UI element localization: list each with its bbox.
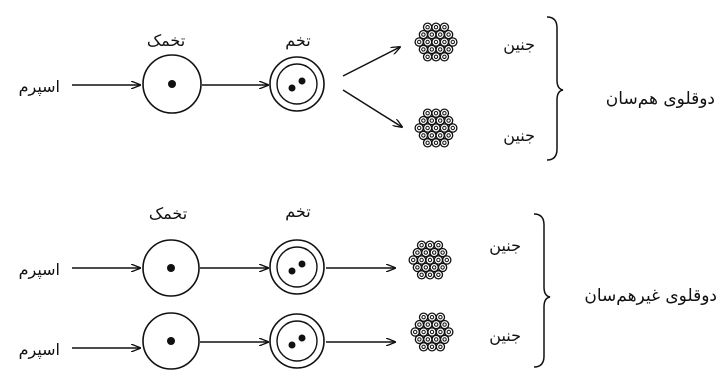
identical-twins-label: دوقلوی هم‌سان — [606, 89, 715, 109]
embryo-label: جنین — [489, 236, 521, 256]
zygote-label: تخم — [285, 202, 310, 221]
arrow — [342, 47, 400, 77]
brace — [546, 16, 564, 161]
zygote-cell — [269, 313, 325, 369]
embryo-cluster — [408, 240, 452, 280]
identical-twins-section: اسپرم تخمک تخم جنین جنین دوقلوی هم‌سان — [19, 16, 715, 161]
fraternal-twins-section: اسپرم تخمک تخم جنین اسپرم — [19, 202, 717, 370]
ovum-cell — [142, 54, 202, 114]
brace — [533, 213, 551, 368]
arrow — [342, 89, 402, 127]
sperm-label: اسپرم — [19, 260, 60, 280]
embryo-cluster — [414, 22, 458, 62]
embryo-label: جنین — [503, 35, 535, 55]
zygote-cell — [269, 56, 325, 112]
embryo-cluster — [414, 108, 458, 148]
ovum-label: تخمک — [149, 204, 187, 223]
sperm-label: اسپرم — [19, 77, 60, 97]
zygote-label: تخم — [285, 31, 310, 50]
zygote-cell — [269, 239, 325, 295]
ovum-cell — [142, 239, 200, 297]
embryo-cluster — [410, 312, 454, 352]
ovum-label: تخمک — [147, 31, 185, 50]
sperm-label: اسپرم — [19, 340, 60, 360]
embryo-label: جنین — [503, 126, 535, 146]
fraternal-twins-label: دوقلوی غیرهم‌سان — [584, 286, 717, 306]
embryo-label: جنین — [489, 326, 521, 346]
ovum-cell — [142, 312, 200, 370]
